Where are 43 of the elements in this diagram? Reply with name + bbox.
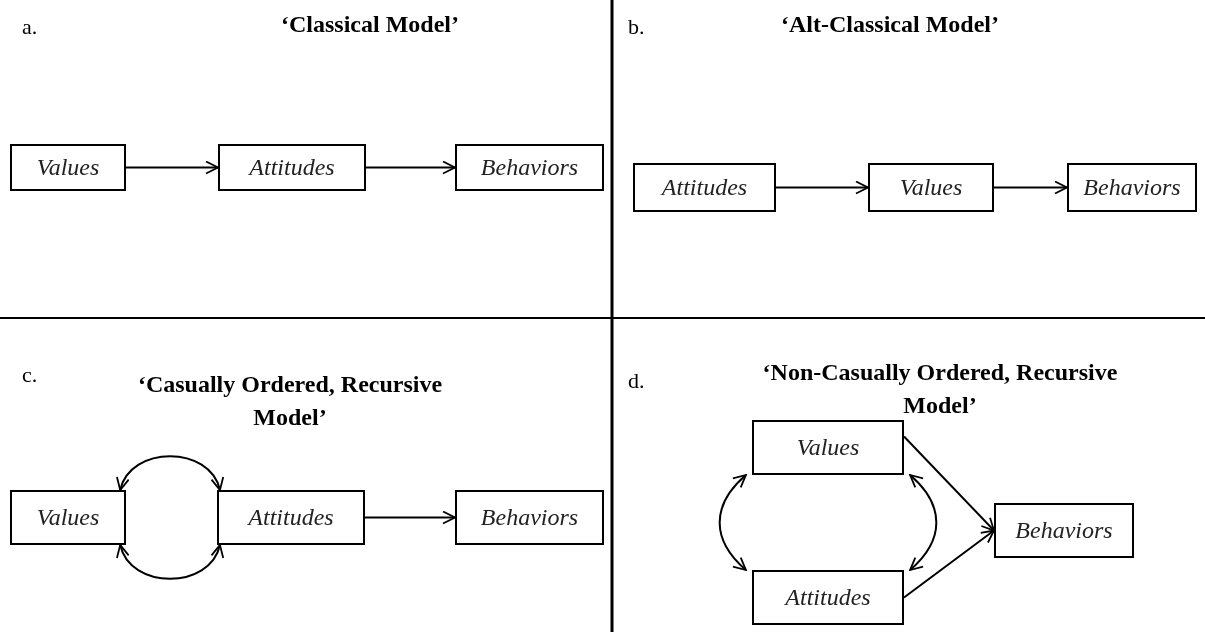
concept-label: Values [796, 434, 860, 461]
concept-box [1067, 163, 1197, 212]
concept-label: Behaviors [1083, 174, 1181, 201]
panel-title: ‘Alt-Classical Model’ [780, 10, 1000, 39]
concept-label: Values [36, 504, 100, 531]
concept-box [752, 420, 904, 475]
concept-label: Attitudes [785, 584, 871, 611]
concept-label: Behaviors [480, 504, 579, 531]
panel-title: ‘Classical Model’ [280, 10, 460, 39]
curved-arrow [117, 544, 223, 580]
concept-box [10, 490, 126, 545]
concept-label: Attitudes [248, 504, 334, 531]
concept-label: Values [899, 174, 963, 201]
arrow [775, 180, 869, 195]
panel-letter: c. [22, 362, 39, 388]
arrow [993, 180, 1068, 195]
concept-box [217, 490, 365, 545]
arrow [125, 160, 219, 175]
panel-title: ‘Non-Casually Ordered, Recursive Model’ [761, 358, 1119, 420]
panel-letter: d. [628, 368, 646, 394]
panel-letter: b. [628, 14, 646, 40]
concept-box [455, 144, 604, 191]
concept-box [218, 144, 366, 191]
concept-label: Attitudes [249, 154, 335, 181]
arrow [903, 435, 995, 532]
curved-arrow [909, 474, 938, 571]
curved-arrow [117, 455, 223, 491]
concept-label: Behaviors [480, 154, 579, 181]
concept-box [994, 503, 1134, 558]
arrow [364, 510, 456, 525]
concept-box [633, 163, 776, 212]
concept-box [752, 570, 904, 625]
panel-letter: a. [22, 14, 39, 40]
arrow [365, 160, 456, 175]
curved-arrow [718, 474, 747, 571]
panel-title: ‘Casually Ordered, Recursive Model’ [136, 370, 444, 432]
concept-box [455, 490, 604, 545]
concept-label: Values [36, 154, 100, 181]
arrow [903, 529, 995, 599]
concept-box [10, 144, 126, 191]
concept-label: Behaviors [1015, 517, 1113, 544]
concept-box [868, 163, 994, 212]
concept-label: Attitudes [661, 174, 748, 201]
